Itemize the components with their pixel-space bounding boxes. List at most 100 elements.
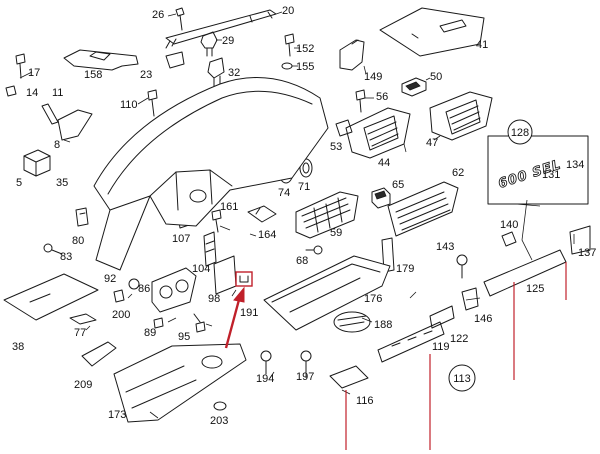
- part-38-panel[interactable]: [3, 273, 99, 321]
- part-146-bracket[interactable]: [461, 287, 479, 311]
- label-47: 47: [426, 137, 438, 149]
- label-134: 134: [566, 159, 584, 171]
- part-122-trim[interactable]: [429, 305, 455, 329]
- part-23-bracket[interactable]: [165, 51, 185, 69]
- part-56-screw[interactable]: [355, 89, 366, 113]
- part-14-clip[interactable]: [5, 85, 17, 97]
- label-80: 80: [72, 235, 84, 247]
- label-5: 5: [16, 177, 22, 189]
- part-194-screw[interactable]: [260, 350, 272, 375]
- part-32-clip[interactable]: [207, 57, 225, 87]
- part-140-cap[interactable]: [501, 231, 517, 247]
- part-209-cover[interactable]: [81, 341, 117, 367]
- part-95-screw[interactable]: [193, 313, 206, 333]
- part-155-nut[interactable]: [281, 62, 293, 70]
- part-62-vent[interactable]: [387, 181, 459, 237]
- label-143: 143: [436, 241, 454, 253]
- part-164-bracket[interactable]: [247, 205, 277, 223]
- part-161-screw[interactable]: [211, 209, 222, 233]
- label-95: 95: [178, 331, 190, 343]
- label-59: 59: [330, 227, 342, 239]
- label-53: 53: [330, 141, 342, 153]
- label-32: 32: [228, 67, 240, 79]
- label-89: 89: [144, 327, 156, 339]
- label-200: 200: [112, 309, 130, 321]
- label-83: 83: [60, 251, 72, 263]
- label-191: 191: [240, 307, 258, 319]
- part-89-screw[interactable]: [153, 317, 164, 329]
- part-20-trim-strip[interactable]: [165, 9, 277, 49]
- label-104: 104: [192, 263, 210, 275]
- label-77: 77: [74, 327, 86, 339]
- part-68-screw[interactable]: [305, 245, 323, 255]
- label-209: 209: [74, 379, 92, 391]
- part-80-clip[interactable]: [75, 207, 89, 227]
- label-188: 188: [374, 319, 392, 331]
- part-44-center-vent[interactable]: [345, 107, 411, 159]
- label-11: 11: [52, 87, 63, 99]
- part-152-screw[interactable]: [284, 33, 295, 57]
- part-176-glove-box[interactable]: [263, 255, 391, 331]
- badge-128-text: 128: [511, 127, 529, 139]
- part-50-switch[interactable]: [401, 77, 427, 97]
- part-77-bracket[interactable]: [69, 313, 97, 325]
- label-197: 197: [296, 371, 314, 383]
- label-158: 158: [84, 69, 102, 81]
- part-191-clip[interactable]: [235, 271, 253, 287]
- part-labels: 26 20 41 29 152 155 17 158 23 32 149 50 …: [12, 5, 596, 427]
- label-92: 92: [104, 273, 116, 285]
- part-179-bracket[interactable]: [381, 237, 395, 273]
- label-194: 194: [256, 373, 274, 385]
- part-98-panel[interactable]: [213, 255, 237, 295]
- part-65-switch[interactable]: [371, 187, 391, 209]
- label-203: 203: [210, 415, 228, 427]
- part-116-trim[interactable]: [329, 365, 369, 389]
- part-110-screw[interactable]: [147, 89, 158, 117]
- label-176: 176: [364, 293, 382, 305]
- label-98: 98: [208, 293, 220, 305]
- part-17-screw[interactable]: [15, 53, 26, 79]
- part-11-trim[interactable]: [41, 103, 59, 125]
- part-29-clip[interactable]: [200, 31, 218, 57]
- part-188-lock[interactable]: [333, 311, 371, 333]
- part-104-bracket[interactable]: [203, 231, 217, 267]
- badge-113: 113: [448, 364, 476, 392]
- part-158-bracket[interactable]: [63, 49, 139, 71]
- label-110: 110: [120, 99, 138, 111]
- part-173-lower-panel[interactable]: [113, 343, 247, 423]
- label-44: 44: [378, 157, 390, 169]
- badge-113-text: 113: [453, 373, 471, 385]
- label-164: 164: [258, 229, 276, 241]
- part-143-screw[interactable]: [456, 254, 468, 279]
- part-53-clip[interactable]: [335, 119, 353, 137]
- part-137-trim[interactable]: [569, 225, 591, 255]
- part-26-screw[interactable]: [175, 7, 185, 31]
- part-5-box[interactable]: [23, 149, 51, 177]
- label-14: 14: [26, 87, 38, 99]
- part-92-knob[interactable]: [128, 278, 140, 290]
- label-131: 131: [542, 169, 560, 181]
- part-8-trim[interactable]: [57, 109, 93, 141]
- part-59-vent[interactable]: [295, 191, 359, 239]
- label-41: 41: [476, 39, 488, 51]
- part-149-bracket[interactable]: [339, 39, 365, 71]
- part-83-screw[interactable]: [43, 243, 63, 255]
- part-197-screw[interactable]: [300, 350, 312, 373]
- part-86-bezel[interactable]: [151, 267, 197, 313]
- label-26: 26: [152, 9, 164, 21]
- part-203-nut[interactable]: [213, 401, 227, 411]
- part-125-panel[interactable]: [483, 249, 567, 297]
- part-200-clip[interactable]: [113, 289, 125, 303]
- dashboard-main[interactable]: [93, 77, 329, 271]
- label-116: 116: [356, 395, 374, 407]
- label-29: 29: [222, 35, 234, 47]
- label-56: 56: [376, 91, 388, 103]
- part-41-panel[interactable]: [379, 7, 485, 57]
- label-119: 119: [432, 341, 450, 353]
- part-47-right-vent[interactable]: [429, 91, 493, 141]
- label-35: 35: [56, 177, 68, 189]
- part-119-trim[interactable]: [377, 321, 445, 363]
- label-38: 38: [12, 341, 24, 353]
